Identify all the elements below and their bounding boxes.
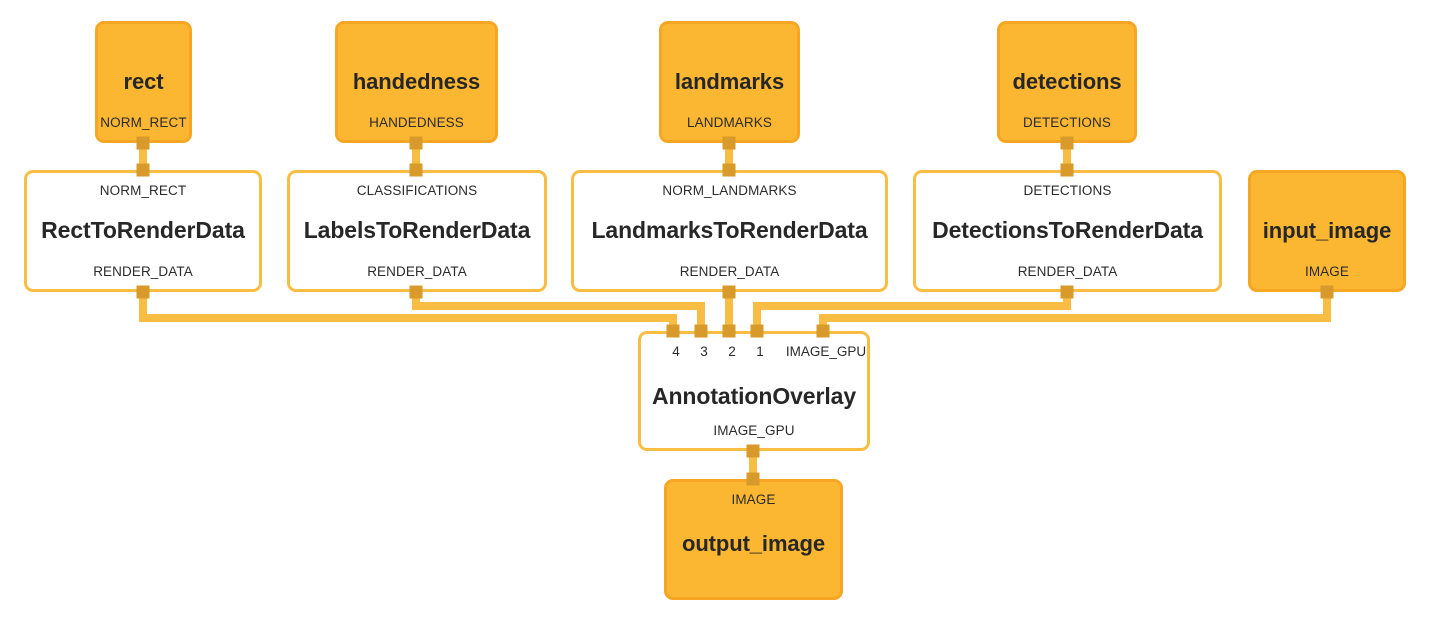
port-label-norm-rect-in: NORM_RECT bbox=[99, 183, 187, 198]
port-label-landmarks-out: LANDMARKS bbox=[687, 114, 772, 130]
port-label-norm-rect-out: NORM_RECT bbox=[100, 114, 187, 130]
node-annotationoverlay-input-row: 4 3 2 1 IMAGE_GPU bbox=[641, 345, 867, 359]
port-overlay-in-4[interactable] bbox=[666, 324, 680, 338]
port-label-overlay-in-1: 1 bbox=[756, 344, 764, 359]
port-label-overlay-out-image-gpu: IMAGE_GPU bbox=[713, 422, 795, 438]
node-detections-title: detections bbox=[1012, 68, 1122, 94]
node-annotationoverlay-title: AnnotationOverlay bbox=[651, 383, 857, 410]
node-labelstorenderdata-output-row: RENDER_DATA bbox=[290, 263, 544, 279]
node-rect[interactable]: rect NORM_RECT bbox=[95, 21, 192, 143]
node-handedness-output-row: HANDEDNESS bbox=[338, 114, 495, 130]
port-labelstorenderdata-out-render-data[interactable] bbox=[409, 285, 423, 299]
node-labelstorenderdata-title: LabelsToRenderData bbox=[303, 217, 531, 244]
port-overlay-in-2[interactable] bbox=[722, 324, 736, 338]
port-recttorenderdata-in-norm-rect[interactable] bbox=[136, 163, 150, 177]
node-labelstorenderdata-input-row: CLASSIFICATIONS bbox=[290, 184, 544, 198]
port-label-detections-out: DETECTIONS bbox=[1022, 114, 1111, 130]
port-output-image-in-image[interactable] bbox=[746, 472, 760, 486]
port-recttorenderdata-out-render-data[interactable] bbox=[136, 285, 150, 299]
port-detections-out-detections[interactable] bbox=[1060, 136, 1074, 150]
port-label-render-data-out-detections: RENDER_DATA bbox=[1017, 263, 1118, 279]
port-label-render-data-out-landmarks: RENDER_DATA bbox=[679, 263, 780, 279]
node-landmarks-output-row: LANDMARKS bbox=[662, 114, 797, 130]
node-output-image-title: output_image bbox=[681, 531, 826, 557]
node-detectionstorenderdata-title: DetectionsToRenderData bbox=[932, 217, 1203, 244]
node-input-image-output-row: IMAGE bbox=[1251, 263, 1403, 279]
port-label-classifications-in: CLASSIFICATIONS bbox=[356, 183, 478, 198]
port-detectionstorenderdata-out-render-data[interactable] bbox=[1060, 285, 1074, 299]
port-overlay-out-image-gpu[interactable] bbox=[746, 444, 760, 458]
port-detectionstorenderdata-in-detections[interactable] bbox=[1060, 163, 1074, 177]
node-output-image[interactable]: IMAGE output_image bbox=[664, 479, 843, 600]
port-label-overlay-in-image-gpu: IMAGE_GPU bbox=[785, 344, 867, 359]
node-landmarkstorenderdata-title: LandmarksToRenderData bbox=[591, 217, 868, 244]
node-detectionstorenderdata-output-row: RENDER_DATA bbox=[916, 263, 1219, 279]
node-handedness-title: handedness bbox=[352, 68, 481, 94]
node-input-image-title: input_image bbox=[1262, 217, 1392, 243]
node-recttorenderdata-output-row: RENDER_DATA bbox=[27, 263, 259, 279]
port-label-norm-landmarks-in: NORM_LANDMARKS bbox=[662, 183, 797, 198]
node-labelstorenderdata[interactable]: CLASSIFICATIONS LabelsToRenderData RENDE… bbox=[287, 170, 547, 292]
port-label-overlay-in-2: 2 bbox=[728, 344, 736, 359]
port-input-image-out-image[interactable] bbox=[1320, 285, 1334, 299]
node-detections[interactable]: detections DETECTIONS bbox=[997, 21, 1137, 143]
port-labelstorenderdata-in-classifications[interactable] bbox=[409, 163, 423, 177]
node-landmarkstorenderdata[interactable]: NORM_LANDMARKS LandmarksToRenderData REN… bbox=[571, 170, 888, 292]
port-label-detections-in: DETECTIONS bbox=[1023, 183, 1112, 198]
port-overlay-in-image-gpu[interactable] bbox=[816, 324, 830, 338]
port-label-overlay-in-3: 3 bbox=[700, 344, 708, 359]
port-label-render-data-out-rect: RENDER_DATA bbox=[93, 263, 193, 279]
port-label-overlay-in-4: 4 bbox=[672, 344, 680, 359]
node-input-image[interactable]: input_image IMAGE bbox=[1248, 170, 1406, 292]
port-label-image-out: IMAGE bbox=[1304, 263, 1349, 279]
node-rect-output-row: NORM_RECT bbox=[98, 114, 189, 130]
node-detectionstorenderdata-input-row: DETECTIONS bbox=[916, 184, 1219, 198]
port-landmarkstorenderdata-in-norm-landmarks[interactable] bbox=[722, 163, 736, 177]
node-recttorenderdata-input-row: NORM_RECT bbox=[27, 184, 259, 198]
node-annotationoverlay[interactable]: 4 3 2 1 IMAGE_GPU AnnotationOverlay IMAG… bbox=[638, 331, 870, 451]
port-overlay-in-1[interactable] bbox=[750, 324, 764, 338]
node-recttorenderdata[interactable]: NORM_RECT RectToRenderData RENDER_DATA bbox=[24, 170, 262, 292]
port-landmarkstorenderdata-out-render-data[interactable] bbox=[722, 285, 736, 299]
port-handedness-out-handedness[interactable] bbox=[409, 136, 423, 150]
port-label-image-in: IMAGE bbox=[731, 492, 776, 507]
node-output-image-input-row: IMAGE bbox=[667, 493, 840, 507]
node-landmarks-title: landmarks bbox=[674, 68, 785, 94]
node-detectionstorenderdata[interactable]: DETECTIONS DetectionsToRenderData RENDER… bbox=[913, 170, 1222, 292]
port-rect-out-norm-rect[interactable] bbox=[136, 136, 150, 150]
node-handedness[interactable]: handedness HANDEDNESS bbox=[335, 21, 498, 143]
node-landmarkstorenderdata-input-row: NORM_LANDMARKS bbox=[574, 184, 885, 198]
port-overlay-in-3[interactable] bbox=[694, 324, 708, 338]
node-annotationoverlay-output-row: IMAGE_GPU bbox=[641, 422, 867, 438]
port-label-render-data-out-labels: RENDER_DATA bbox=[367, 263, 467, 279]
port-label-handedness-out: HANDEDNESS bbox=[369, 114, 464, 130]
node-detections-output-row: DETECTIONS bbox=[1000, 114, 1134, 130]
node-recttorenderdata-title: RectToRenderData bbox=[41, 217, 245, 244]
node-landmarkstorenderdata-output-row: RENDER_DATA bbox=[574, 263, 885, 279]
node-rect-title: rect bbox=[123, 68, 164, 94]
node-landmarks[interactable]: landmarks LANDMARKS bbox=[659, 21, 800, 143]
port-landmarks-out-landmarks[interactable] bbox=[722, 136, 736, 150]
